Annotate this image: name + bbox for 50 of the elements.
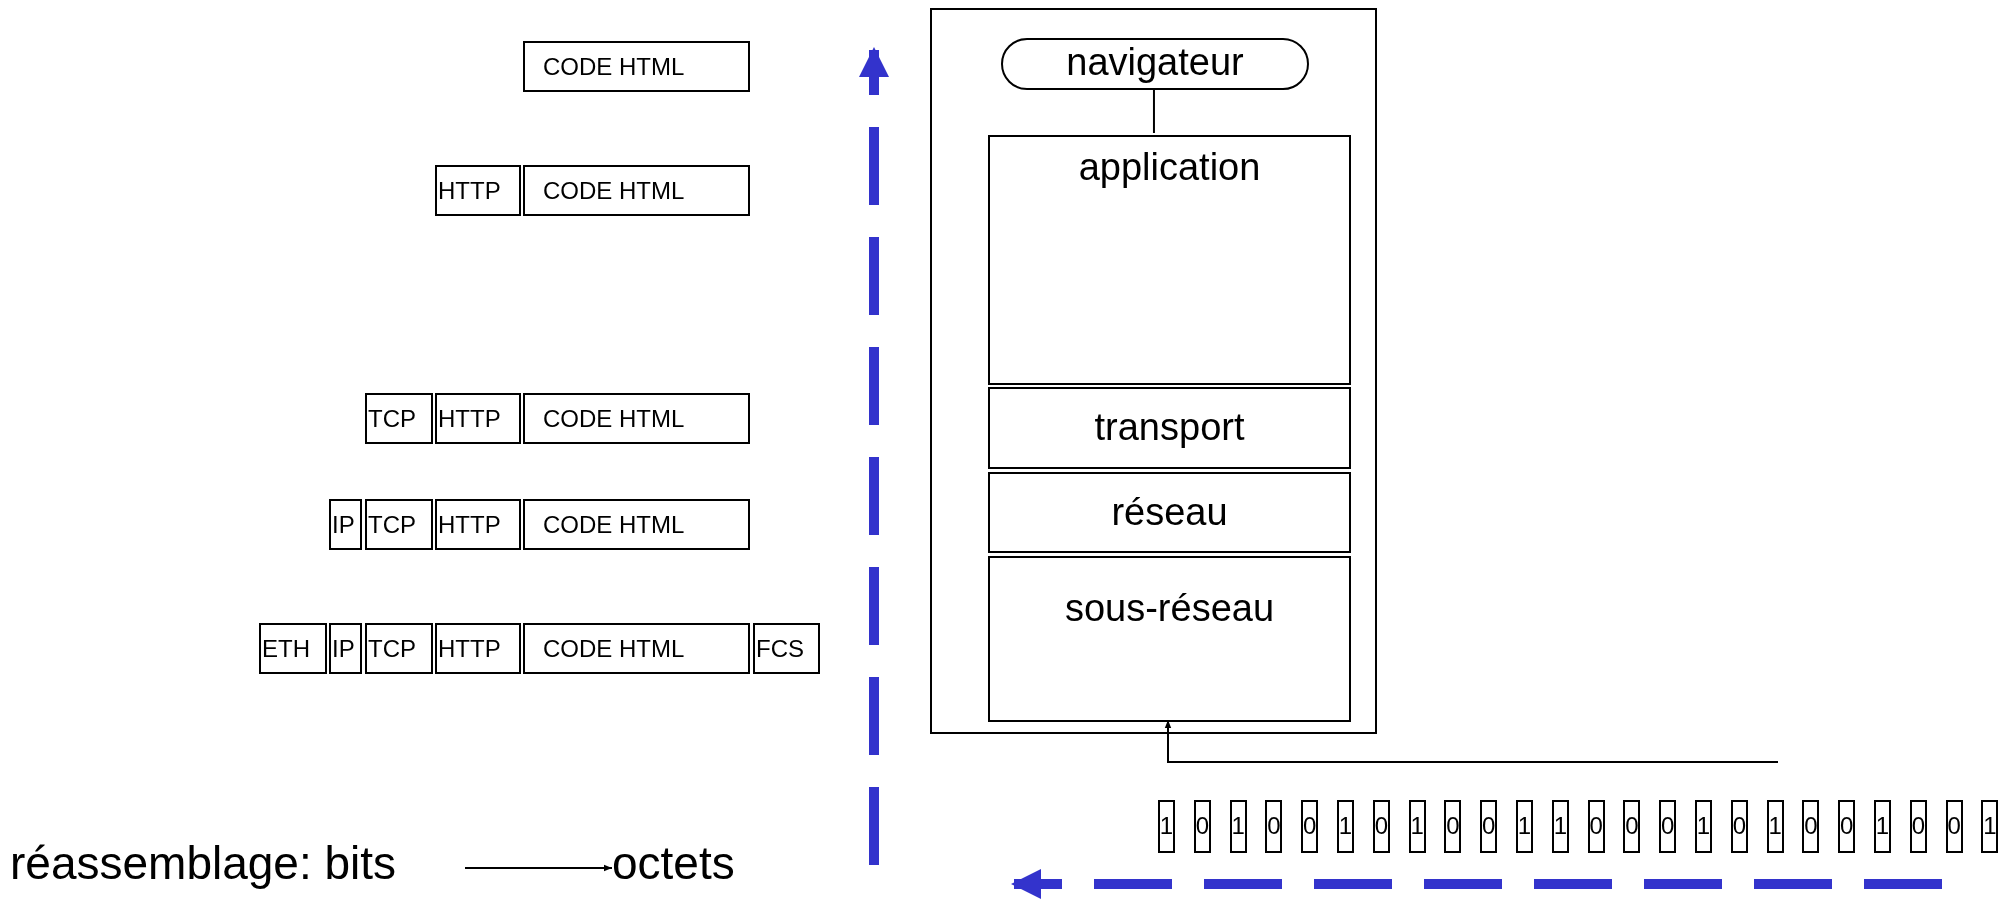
host-box [930,8,1377,734]
header-segment: TCP [365,499,433,550]
data-segment: CODE HTML [523,41,750,92]
bit-cell: 0 [1193,800,1211,853]
bit-cell: 1 [1981,800,1999,853]
layer-box: application [988,135,1351,385]
caption-text: octets [612,838,752,898]
bit-cell: 1 [1408,800,1426,853]
header-segment: HTTP [435,499,521,550]
bit-cell: 0 [1730,800,1748,853]
header-segment: TCP [365,393,433,444]
bit-cell: 0 [1444,800,1462,853]
header-segment: TCP [365,623,433,674]
bit-cell: 0 [1659,800,1677,853]
bit-cell: 1 [1874,800,1891,853]
bit-cell: 0 [1945,800,1963,853]
header-segment: HTTP [435,165,521,216]
bit-cell: 0 [1372,800,1390,853]
arrow [1164,719,1779,763]
bit-cell: 0 [1587,800,1605,853]
caption-text: réassemblage: bits [10,838,465,898]
bit-cell: 0 [1838,800,1856,853]
bit-cell: 1 [1337,800,1354,853]
header-segment: ETH [259,623,327,674]
bit-cell: 0 [1301,800,1319,853]
header-segment: IP [329,499,362,550]
bit-cell: 1 [1695,800,1712,853]
layer-box: réseau [988,472,1351,553]
bit-cell: 0 [1909,800,1927,853]
header-segment: HTTP [435,393,521,444]
bit-cell: 1 [1551,800,1569,853]
bit-cell: 0 [1802,800,1820,853]
bit-cell: 0 [1480,800,1498,853]
bit-cell: 1 [1229,800,1247,853]
data-segment: CODE HTML [523,393,750,444]
header-segment: HTTP [435,623,521,674]
bit-cell: 0 [1265,800,1283,853]
layer-box: transport [988,387,1351,469]
data-segment: CODE HTML [523,623,750,674]
layer-box: sous-réseau [988,556,1351,722]
bit-cell: 0 [1623,800,1641,853]
application-program-box: navigateur [1001,38,1309,90]
header-segment: IP [329,623,362,674]
data-segment: CODE HTML [523,165,750,216]
bit-cell: 1 [1516,800,1533,853]
data-segment: CODE HTML [523,499,750,550]
bit-cell: 1 [1766,800,1784,853]
header-segment: FCS [753,623,820,674]
arrow [464,864,613,872]
bit-cell: 1 [1158,800,1175,853]
